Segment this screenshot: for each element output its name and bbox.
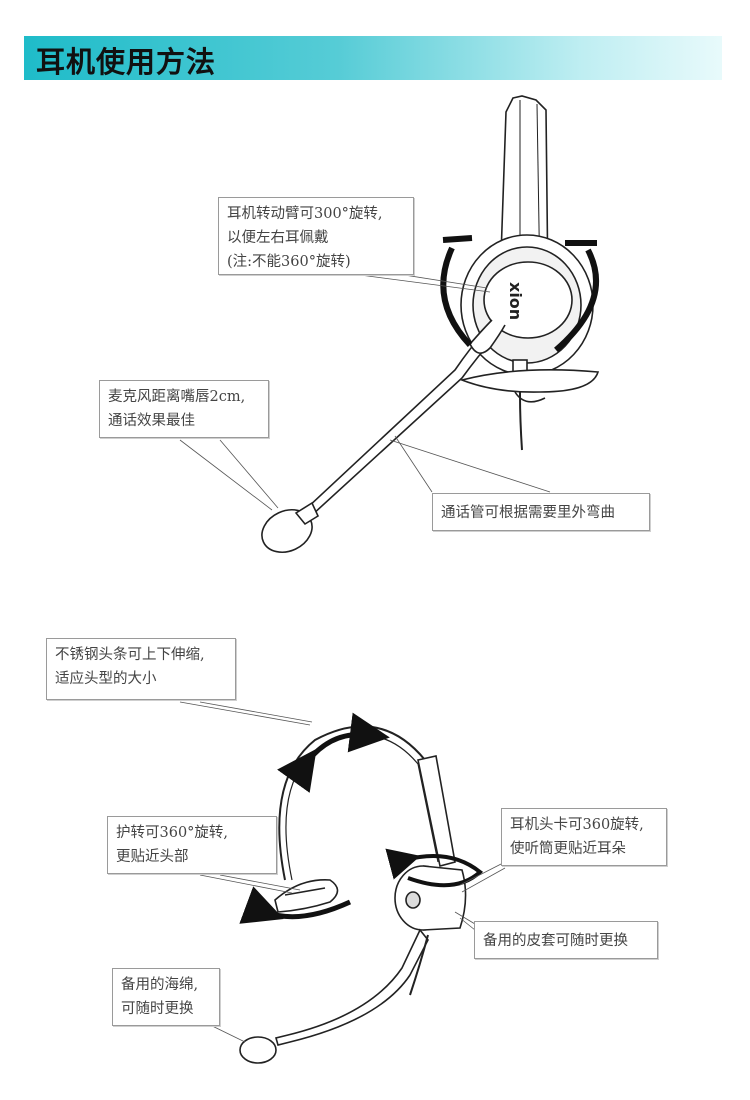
callout-text: 使听筒更贴近耳朵 xyxy=(510,841,626,857)
callout-clip-rotate: 耳机头卡可360旋转, 使听筒更贴近耳朵 xyxy=(501,808,667,866)
callout-leather-cover: 备用的皮套可随时更换 xyxy=(474,921,658,959)
brand-logo: xion xyxy=(506,282,525,320)
callout-text: 耳机转动臂可300°旋转, xyxy=(227,206,383,222)
callout-sponge: 备用的海绵, 可随时更换 xyxy=(112,968,220,1026)
clip-rotate-arrow-icon xyxy=(385,848,484,888)
callout-text: 护转可360°旋转, xyxy=(116,825,229,841)
callout-text: 不锈钢头条可上下伸缩, xyxy=(55,647,205,663)
callout-text: 备用的皮套可随时更换 xyxy=(483,933,628,949)
page-title: 耳机使用方法 xyxy=(36,45,217,79)
callout-text: 麦克风距离嘴唇2cm, xyxy=(108,389,246,405)
section-header-banner: 耳机使用方法 xyxy=(24,36,722,80)
callout-text: (注:不能360°旋转) xyxy=(227,254,351,270)
bottom-headset-drawing xyxy=(239,725,467,1064)
rotate-left-arrow-icon xyxy=(440,246,473,348)
top-headset-drawing: xion xyxy=(261,95,600,553)
callout-text: 适应头型的大小 xyxy=(55,671,157,687)
callout-text: 可随时更换 xyxy=(121,1001,194,1017)
callout-mic-distance: 麦克风距离嘴唇2cm, 通话效果最佳 xyxy=(99,380,269,438)
callout-text: 通话效果最佳 xyxy=(108,413,195,429)
callout-guard-rotate: 护转可360°旋转, 更贴近头部 xyxy=(107,816,277,874)
callout-text: 更贴近头部 xyxy=(116,849,189,865)
callout-text: 以便左右耳佩戴 xyxy=(227,230,329,246)
callout-text: 通话管可根据需要里外弯曲 xyxy=(441,505,615,521)
headband-adjust-arrow-icon xyxy=(277,712,390,793)
callout-text: 备用的海绵, xyxy=(121,977,199,993)
callout-text: 耳机头卡可360旋转, xyxy=(510,817,644,833)
rotate-right-arrow-icon xyxy=(554,248,599,353)
callout-headband: 不锈钢头条可上下伸缩, 适应头型的大小 xyxy=(46,638,236,700)
callout-rotation-arm: 耳机转动臂可300°旋转, 以便左右耳佩戴 (注:不能360°旋转) xyxy=(218,197,414,275)
callout-boom-bend: 通话管可根据需要里外弯曲 xyxy=(432,493,650,531)
guard-rotate-arrow-icon xyxy=(239,886,352,924)
